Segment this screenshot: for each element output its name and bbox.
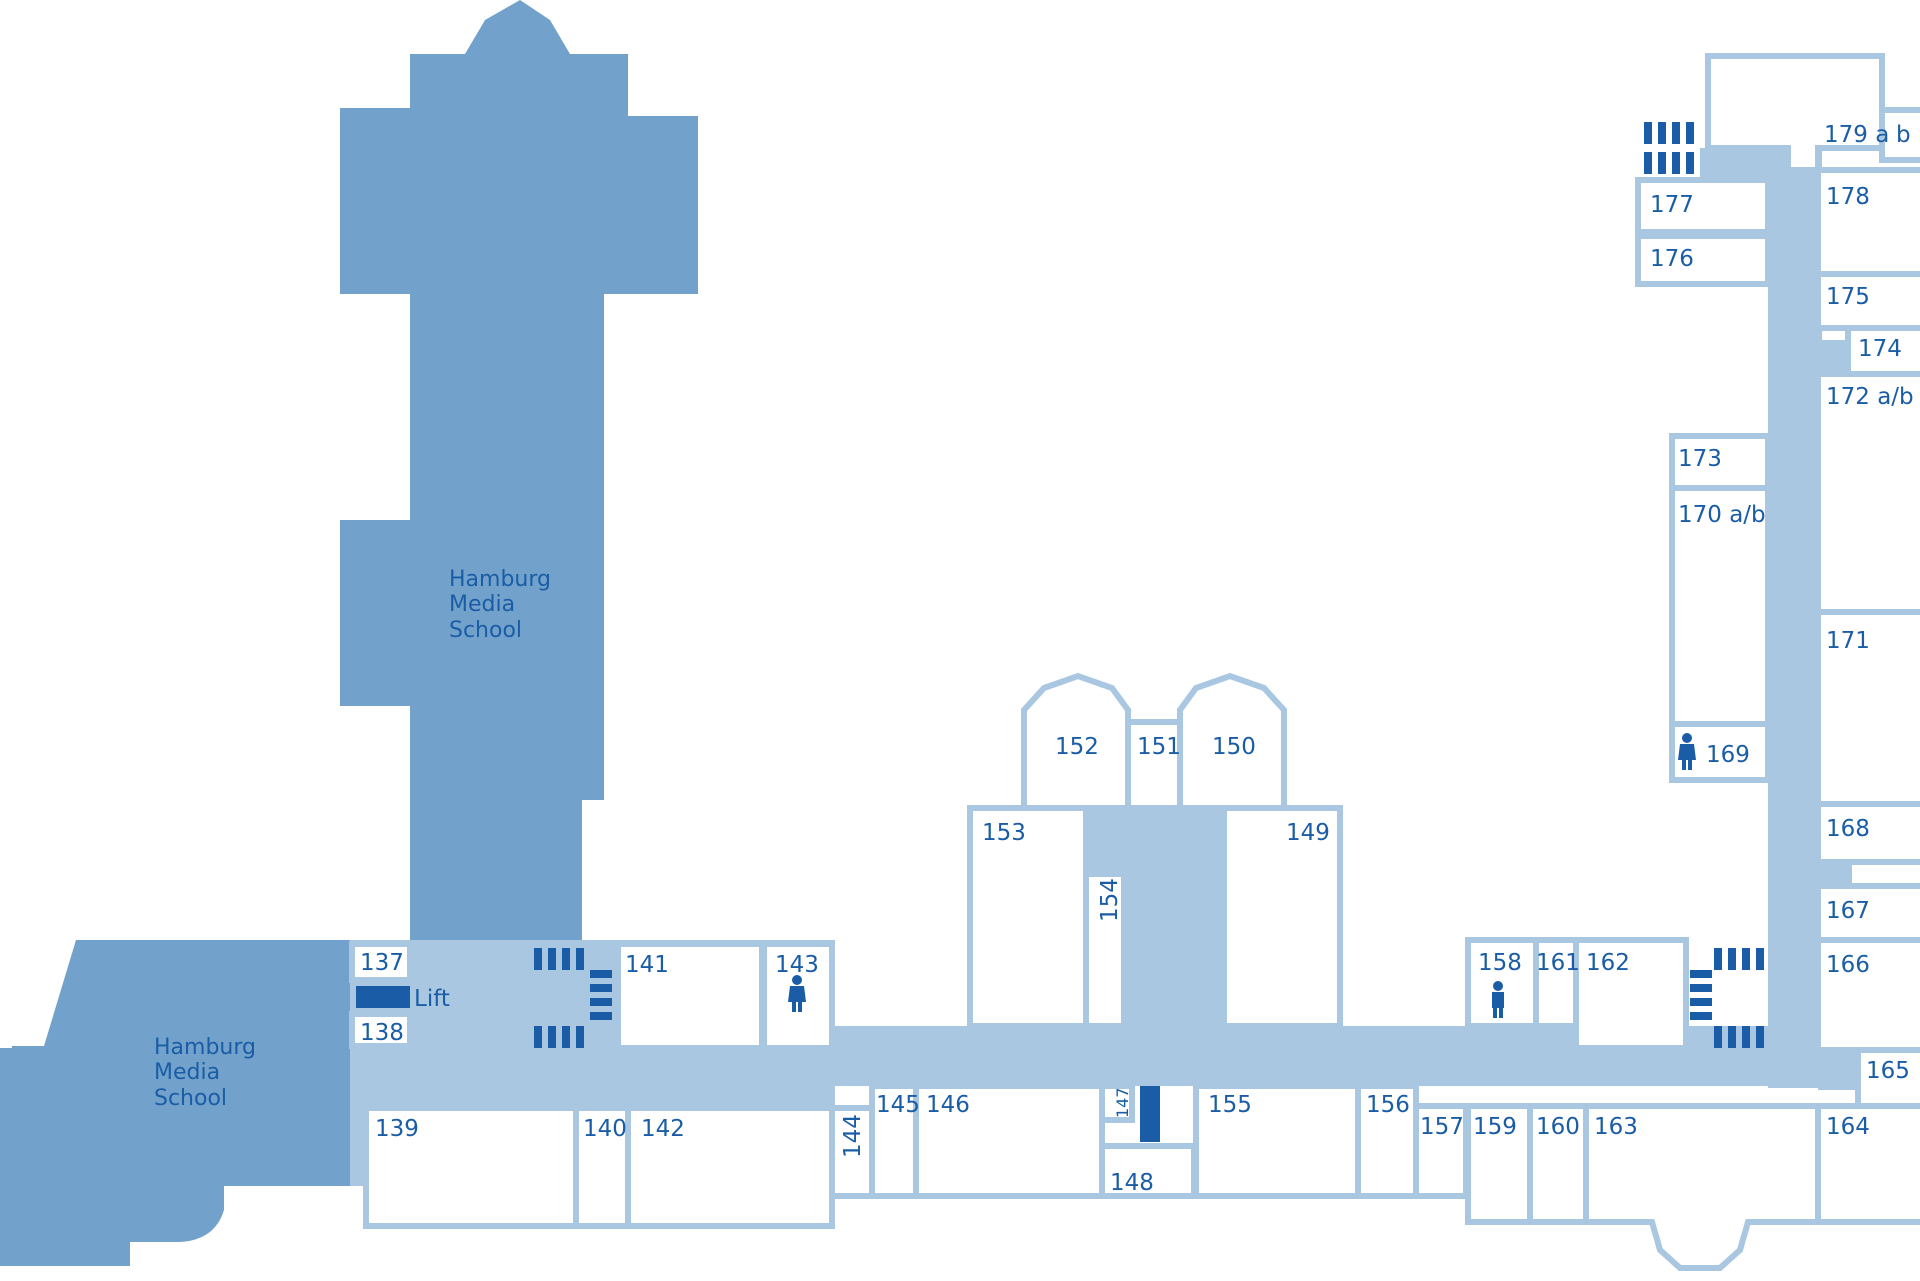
hms-left-building[interactable]	[0, 940, 350, 1266]
room-172-label: 172 a/b	[1826, 384, 1914, 410]
room-137-label: 137	[360, 950, 404, 976]
room-172[interactable]	[1815, 371, 1920, 615]
room-174-label: 174	[1858, 336, 1902, 362]
room-175[interactable]	[1815, 271, 1920, 331]
lift-west[interactable]	[356, 986, 410, 1008]
room-168-label: 168	[1826, 816, 1870, 842]
hms-tower-building[interactable]	[340, 0, 698, 940]
toilet-icon	[1492, 981, 1504, 1018]
room-177[interactable]	[1635, 177, 1771, 235]
room-178-label: 178	[1826, 184, 1870, 210]
room-150-label: 150	[1212, 734, 1256, 760]
room-169-label: 169	[1706, 742, 1750, 768]
room-167[interactable]	[1815, 883, 1920, 943]
room-146-label: 146	[926, 1092, 970, 1118]
room-151-label: 151	[1137, 734, 1181, 760]
room-179[interactable]	[1705, 53, 1885, 173]
room-159-label: 159	[1473, 1114, 1517, 1140]
room-167-label: 167	[1826, 898, 1870, 924]
hms-left-label-1: Hamburg	[154, 1035, 256, 1060]
room-166-label: 166	[1826, 952, 1870, 978]
room-170[interactable]	[1669, 485, 1771, 727]
room-162[interactable]	[1573, 937, 1689, 1051]
toilet-icon	[788, 975, 806, 1012]
hms-tower-label-3: School	[449, 618, 522, 643]
room-179a-label: 179 a	[1824, 122, 1889, 148]
stairs-east	[1690, 948, 1764, 1048]
room-157[interactable]	[1413, 1103, 1469, 1199]
room-159[interactable]	[1465, 1103, 1533, 1225]
room-147[interactable]	[1099, 1083, 1135, 1123]
stairs-north	[1644, 122, 1694, 174]
room-175-label: 175	[1826, 284, 1870, 310]
room-160-label: 160	[1536, 1114, 1580, 1140]
room-140-label: 140	[583, 1116, 627, 1142]
stairs-west	[534, 948, 612, 1048]
room-143-label: 143	[775, 952, 819, 978]
room-150[interactable]	[1177, 672, 1287, 811]
room-177-label: 177	[1650, 192, 1694, 218]
hms-left-label-2: Media	[154, 1060, 220, 1085]
hms-left-label-3: School	[154, 1086, 227, 1111]
room-179b-label: b	[1896, 122, 1911, 148]
room-146[interactable]	[913, 1083, 1105, 1199]
room-171-label: 171	[1826, 628, 1870, 654]
room-152-label: 152	[1055, 734, 1099, 760]
room-137[interactable]	[349, 941, 413, 983]
room-158-label: 158	[1478, 950, 1522, 976]
room-142-label: 142	[641, 1116, 685, 1142]
room-139-label: 139	[375, 1116, 419, 1142]
lift-label: Lift	[414, 986, 450, 1012]
room-153-label: 153	[982, 820, 1026, 846]
room-outlines	[349, 53, 1920, 1271]
room-155-label: 155	[1208, 1092, 1252, 1118]
room-154-label: 154	[1097, 878, 1123, 922]
room-138-label: 138	[360, 1020, 404, 1046]
hms-tower-label-1: Hamburg	[449, 567, 551, 592]
room-154[interactable]	[1083, 871, 1127, 1029]
room-164-label: 164	[1826, 1114, 1870, 1140]
room-labels: 137 Lift 138 141 143 139 140 142 144 145…	[360, 122, 1914, 1196]
room-176-label: 176	[1650, 246, 1694, 272]
room-164[interactable]	[1815, 1103, 1920, 1225]
room-156-label: 156	[1366, 1092, 1410, 1118]
room-148-label: 148	[1110, 1170, 1154, 1196]
room-165-label: 165	[1866, 1058, 1910, 1084]
room-161[interactable]	[1533, 937, 1579, 1029]
room-144-label: 144	[840, 1114, 866, 1158]
room-138[interactable]	[349, 1011, 413, 1049]
room-149-label: 149	[1286, 820, 1330, 846]
room-161-label: 161	[1536, 950, 1580, 976]
room-173-label: 173	[1678, 446, 1722, 472]
room-160[interactable]	[1527, 1103, 1589, 1225]
room-155[interactable]	[1193, 1083, 1361, 1199]
room-141[interactable]	[615, 941, 765, 1051]
room-171[interactable]	[1815, 609, 1920, 807]
room-176[interactable]	[1635, 233, 1771, 287]
room-170-label: 170 a/b	[1678, 502, 1766, 528]
room-178[interactable]	[1815, 167, 1920, 277]
room-157-label: 157	[1420, 1114, 1464, 1140]
room-156[interactable]	[1355, 1083, 1419, 1199]
room-162-label: 162	[1586, 950, 1630, 976]
room-139[interactable]	[363, 1105, 579, 1229]
room-141-label: 141	[625, 952, 669, 978]
lift-central[interactable]	[1140, 1086, 1160, 1142]
room-145-label: 145	[876, 1092, 920, 1118]
room-163-label: 163	[1594, 1114, 1638, 1140]
room-179b[interactable]	[1879, 107, 1920, 163]
room-140[interactable]	[573, 1105, 631, 1229]
room-147-label: 147	[1113, 1087, 1132, 1118]
toilet-icon	[1678, 733, 1696, 770]
room-149[interactable]	[1221, 805, 1343, 1029]
hms-tower-label-2: Media	[449, 592, 515, 617]
